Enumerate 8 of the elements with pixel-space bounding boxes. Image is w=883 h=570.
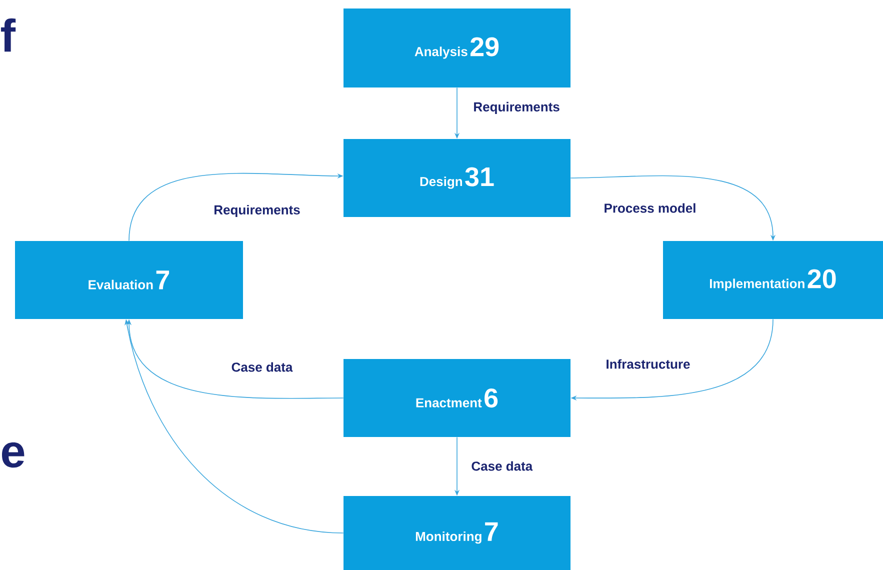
edge-label: Infrastructure (604, 358, 692, 370)
edge-label: Process model (602, 202, 698, 214)
edge-label: Case data (230, 361, 294, 373)
edge-label: Requirements (472, 100, 561, 116)
slide-letter: e (2, 442, 24, 468)
edge-label: Case data (470, 460, 534, 472)
slide-letter: f (0, 18, 16, 52)
edge-label: Requirements (212, 204, 302, 218)
